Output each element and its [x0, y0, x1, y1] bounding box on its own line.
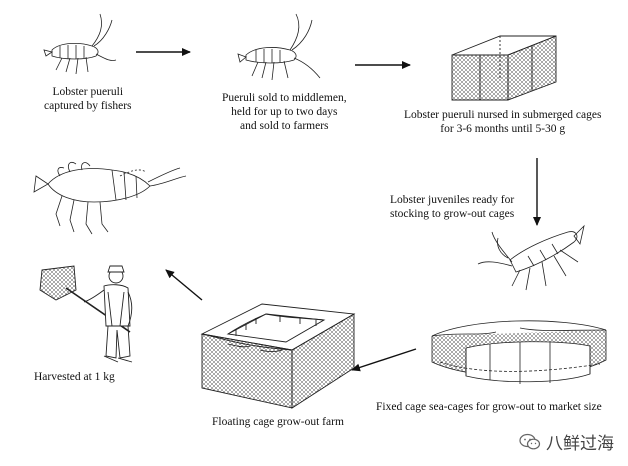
label-line: and sold to farmers	[240, 120, 329, 132]
label-juveniles-ready: Lobster juveniles ready for stocking to …	[390, 193, 514, 221]
label-line: Floating cage grow-out farm	[212, 416, 344, 428]
puerulus-illustration-1	[43, 13, 117, 75]
label-line: Harvested at 1 kg	[34, 371, 115, 383]
fisher-with-net-illustration	[39, 265, 133, 363]
label-line: Lobster juveniles ready for	[390, 194, 515, 206]
label-line: stocking to grow-out cages	[390, 208, 515, 220]
juvenile-lobster-illustration	[477, 224, 585, 291]
label-line: captured by fishers	[44, 100, 132, 112]
label-fixed-cage: Fixed cage sea-cages for grow-out to mar…	[376, 400, 602, 414]
wechat-icon	[519, 433, 541, 449]
label-line: Lobster pueruli nursed in submerged cage…	[404, 109, 602, 121]
label-pueruli-captured: Lobster pueruli captured by fishers	[44, 85, 132, 113]
fixed-sea-cage-illustration	[431, 320, 607, 384]
label-line: for 3-6 months until 5-30 g	[440, 123, 566, 135]
label-line: Lobster pueruli	[52, 86, 124, 98]
watermark: 八鲜过海	[519, 429, 614, 454]
floating-cage-illustration	[200, 303, 356, 409]
puerulus-illustration-2	[237, 13, 321, 81]
nursery-cage-illustration	[451, 35, 557, 101]
watermark-text: 八鲜过海	[546, 434, 614, 454]
label-harvested: Harvested at 1 kg	[34, 370, 115, 384]
label-floating-cage: Floating cage grow-out farm	[212, 415, 344, 429]
arrow-fixed-to-floating	[351, 348, 417, 372]
label-pueruli-nursed: Lobster pueruli nursed in submerged cage…	[404, 108, 601, 136]
label-line: Fixed cage sea-cages for grow-out to mar…	[376, 401, 602, 413]
adult-lobster-illustration	[33, 162, 187, 235]
arrow-floating-to-harvested	[165, 269, 203, 301]
label-line: held for up to two days	[231, 106, 338, 118]
label-pueruli-sold: Pueruli sold to middlemen, held for up t…	[222, 91, 347, 133]
label-line: Pueruli sold to middlemen,	[222, 92, 347, 104]
